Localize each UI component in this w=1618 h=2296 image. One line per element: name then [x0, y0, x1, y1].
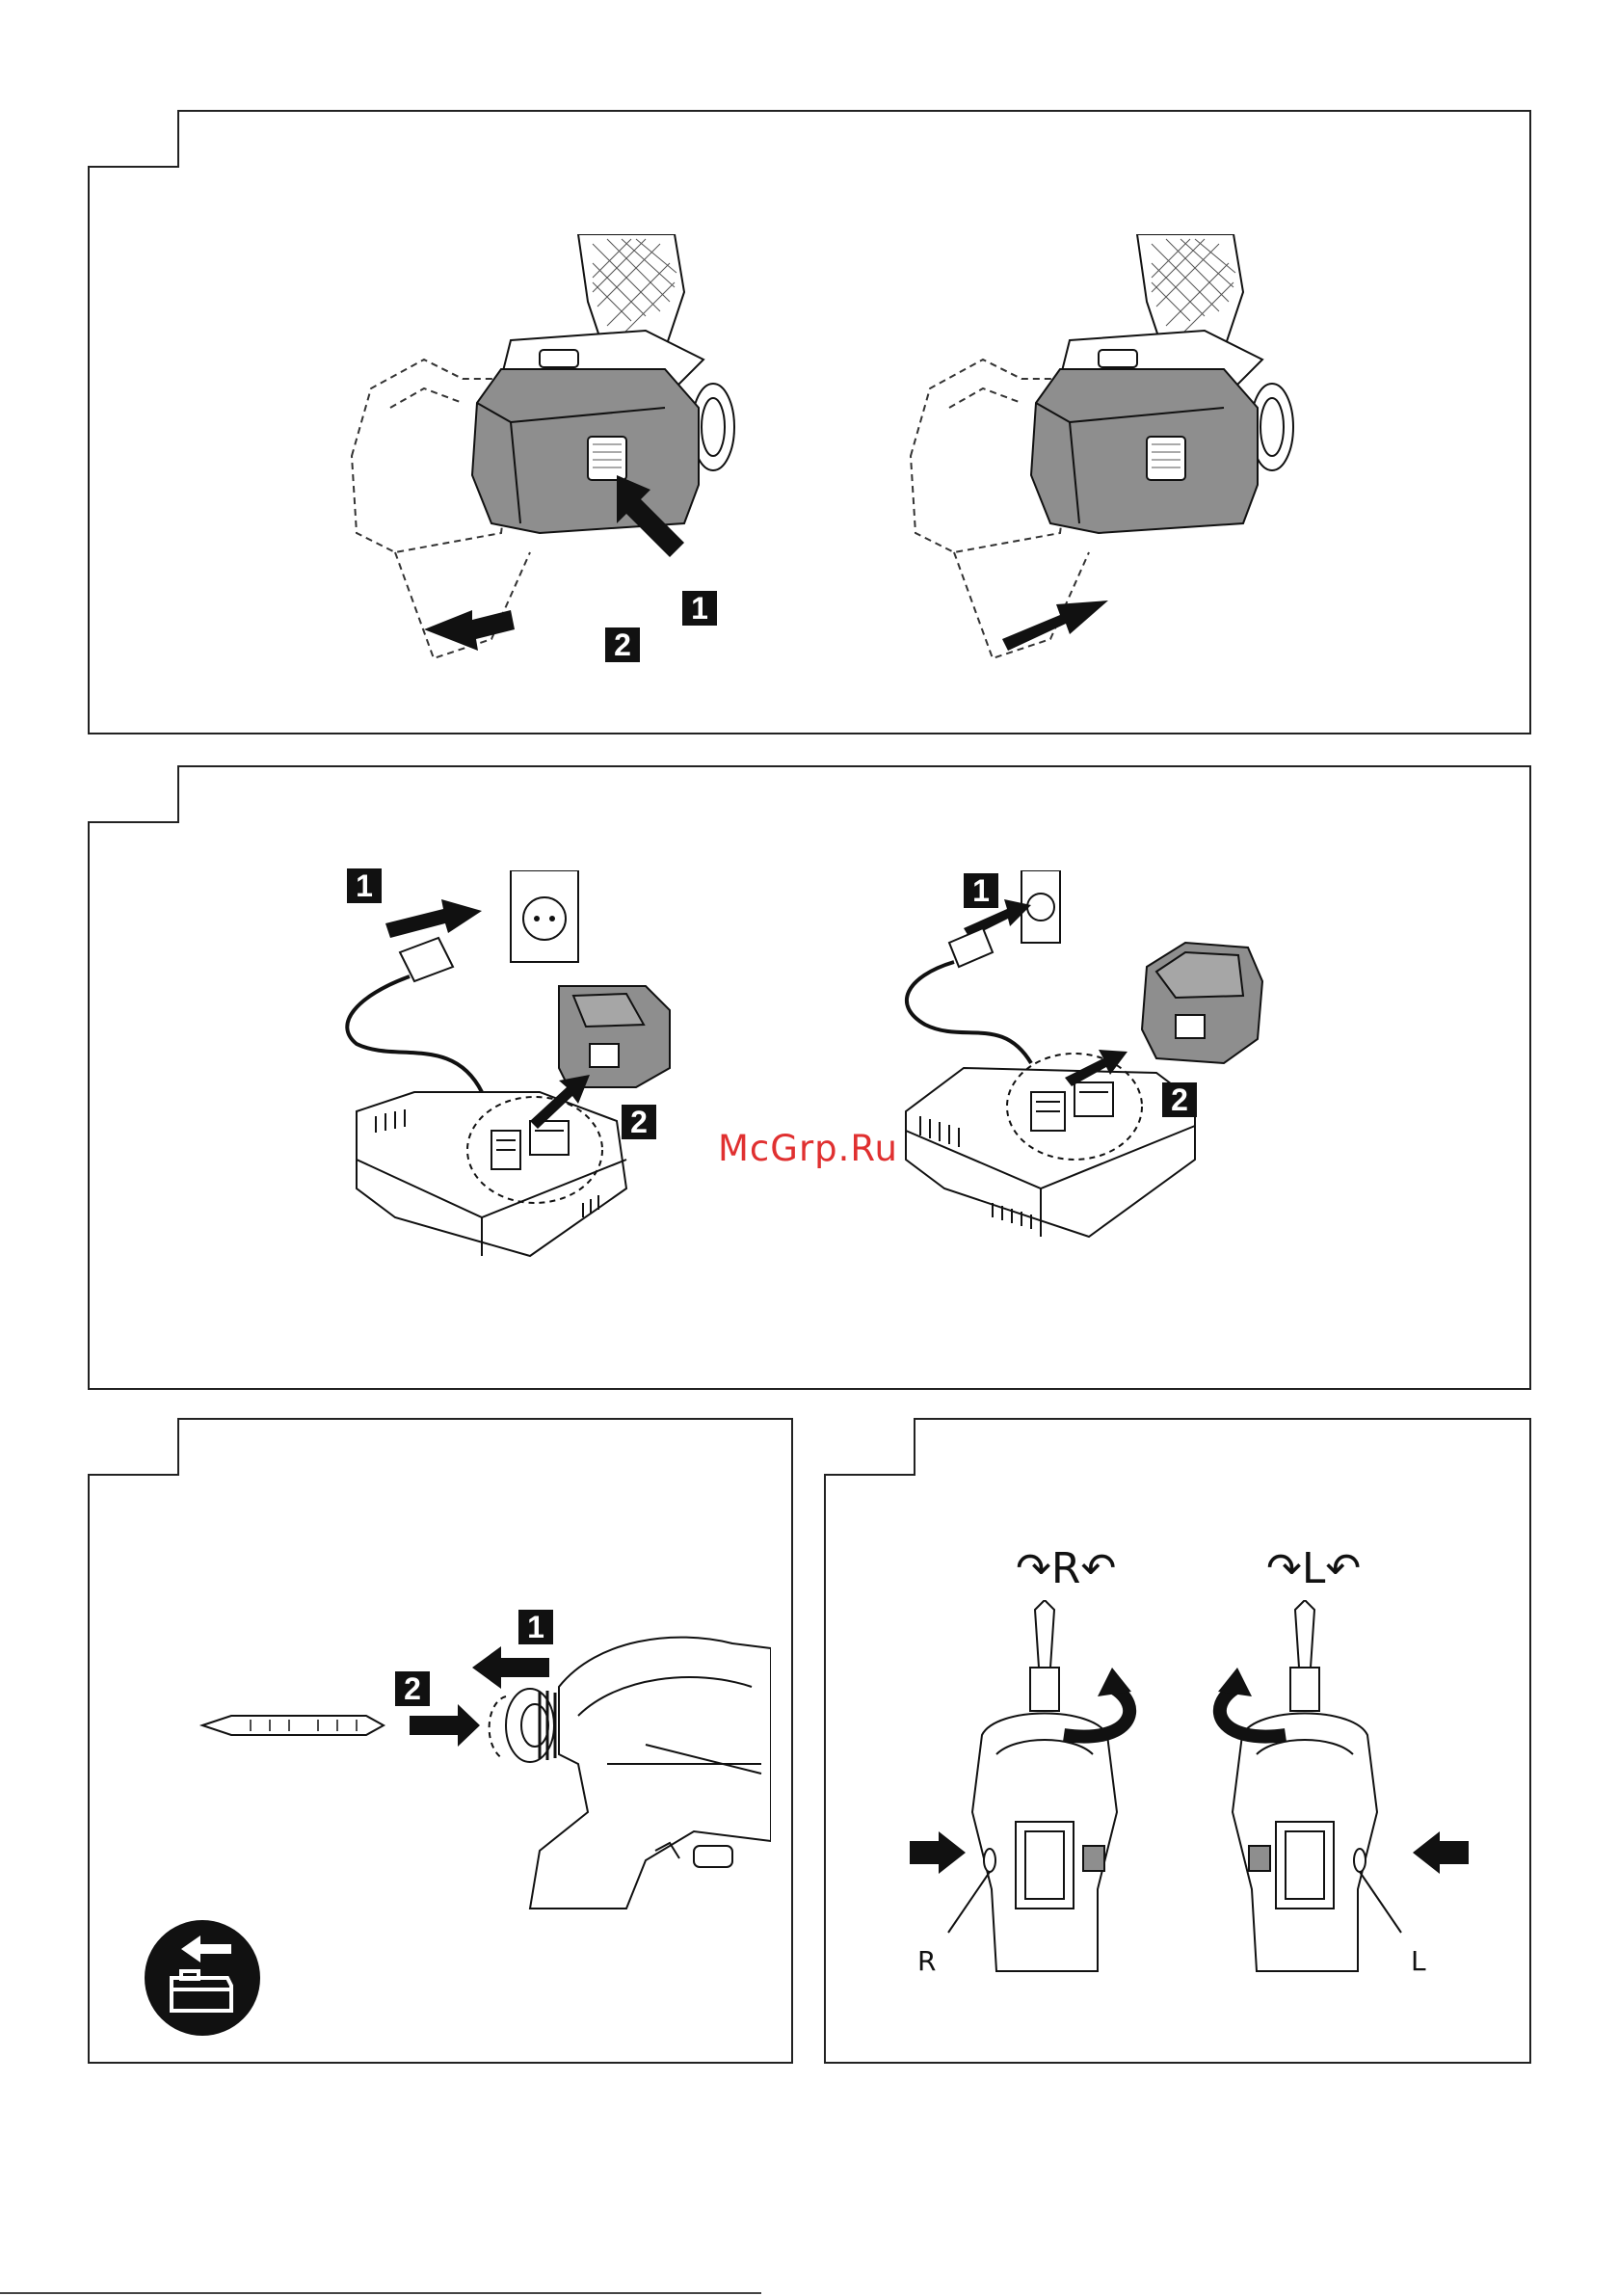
charger-left-illustration	[337, 870, 761, 1314]
step-1-badge: 1	[964, 873, 998, 908]
panel-bit-insertion: 1 2	[87, 1417, 794, 2065]
watermark-text: McGrp.Ru	[718, 1128, 898, 1169]
step-2-badge: 2	[605, 627, 640, 662]
step-1-badge: 1	[682, 591, 717, 626]
step-2-badge: 2	[622, 1105, 656, 1139]
rotation-tools-illustration	[890, 1600, 1488, 1986]
tool-right-rotation	[910, 1600, 1131, 1971]
tool-battery-insertion-illustration	[877, 234, 1417, 658]
direction-right-small-label: R	[917, 1945, 936, 1977]
step-2-badge: 2	[395, 1671, 430, 1706]
charger-right-illustration	[896, 870, 1320, 1314]
panel-rotation-direction: ↷R↶ ↷L↶	[823, 1417, 1532, 2065]
direction-right-label: ↷R↶	[1016, 1544, 1116, 1593]
direction-left-label: ↷L↶	[1266, 1544, 1361, 1593]
direction-left-small-label: L	[1411, 1945, 1426, 1977]
battery-removal-icon	[143, 1918, 262, 2038]
panel-charging: 1 2 1 2	[87, 764, 1532, 1391]
bit-insertion-illustration	[193, 1619, 771, 1918]
step-1-badge: 1	[347, 868, 382, 903]
step-2-badge: 2	[1162, 1082, 1197, 1117]
tool-left-rotation	[1218, 1600, 1469, 1971]
tool-battery-removal-illustration	[318, 234, 858, 658]
step-1-badge: 1	[518, 1610, 553, 1644]
panel-battery-removal: 1 2	[87, 109, 1532, 735]
footer-divider	[0, 2292, 761, 2294]
